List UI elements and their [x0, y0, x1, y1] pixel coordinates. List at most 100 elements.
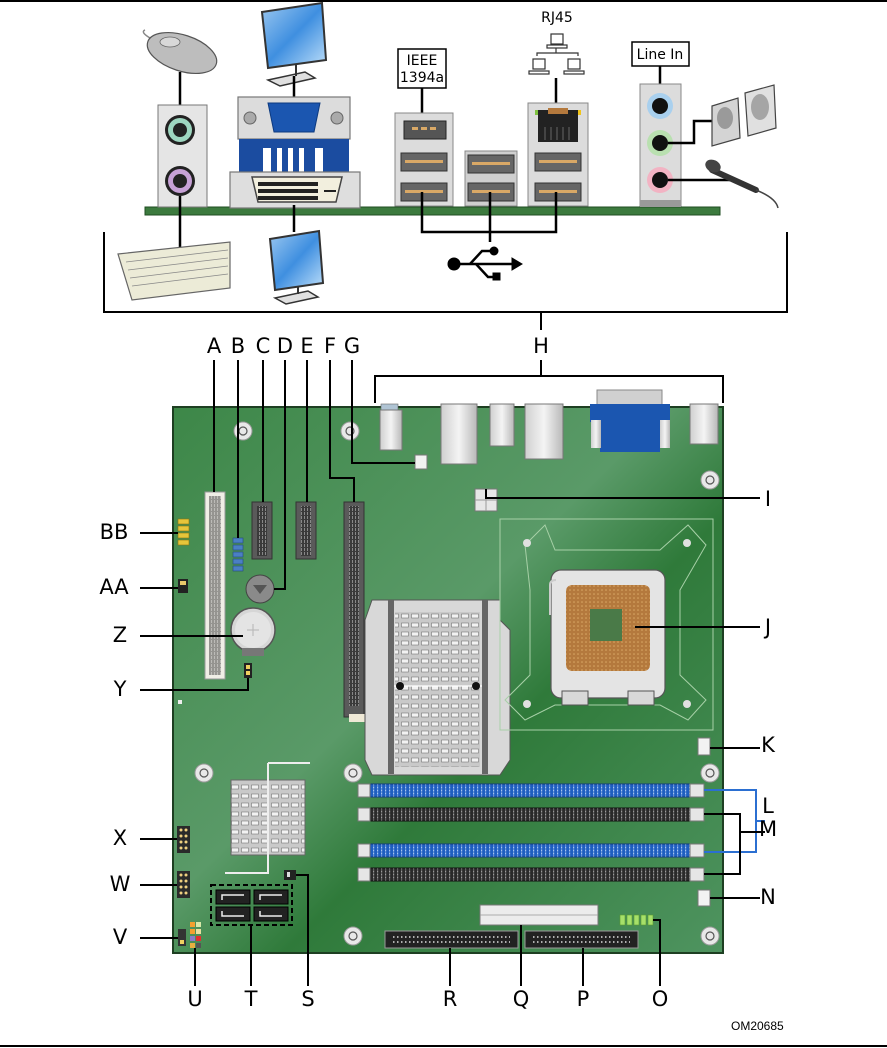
dimm-slot-blue-2: [357, 843, 699, 858]
callout-line-g: [351, 360, 415, 464]
callout-label-b: B: [231, 334, 245, 358]
pcie-x1-slot-2: [295, 501, 317, 560]
callout-label-g: G: [344, 334, 360, 358]
dvi-monitor-icon: [268, 229, 325, 305]
network-icon: [528, 33, 585, 75]
callout-line-m: [704, 813, 765, 875]
figure-reference-id: OM20685: [731, 1019, 784, 1033]
ide-connector-p: [524, 930, 639, 949]
callout-label-u: U: [187, 987, 202, 1011]
back-panel-illustration: IEEE 1394a RJ45: [103, 1, 788, 330]
callout-label-bb: BB: [100, 520, 129, 544]
callout-label-o: O: [652, 987, 669, 1011]
callout-label-j: J: [763, 615, 771, 639]
callout-line-l: [704, 789, 765, 853]
usb-icon: [447, 246, 523, 281]
speakers-icon: [711, 84, 777, 147]
usb-bracket-line: [420, 192, 558, 242]
top-rule: [0, 0, 887, 2]
callout-label-e: E: [300, 334, 313, 358]
processor-fan-header: [697, 737, 711, 756]
callout-lines: [140, 360, 765, 986]
callout-label-v: V: [113, 925, 128, 949]
front-panel-header: [190, 922, 201, 948]
mounting-holes: [194, 421, 720, 946]
jumper-aa: [178, 579, 188, 593]
ps2-ports: [157, 104, 208, 208]
callout-line-i: [485, 489, 760, 499]
pci-slot: [204, 491, 226, 680]
callout-line-y: [140, 678, 249, 691]
callout-label-n: N: [760, 885, 776, 909]
fan-header-front: [697, 889, 711, 907]
audio-jacks: [639, 83, 682, 207]
header-bb: [177, 518, 190, 546]
pcie-x16-slot: [343, 501, 367, 722]
mouse-icon: [142, 29, 218, 75]
header-b: [232, 537, 244, 572]
jumper-s: [284, 870, 296, 880]
back-panel-bracket: [103, 232, 788, 313]
callout-label-z: Z: [113, 623, 127, 647]
vga-monitor-icon: [260, 1, 328, 87]
bottom-rule: [0, 1045, 887, 1047]
firewire-label-line2: 1394a: [400, 70, 444, 86]
southbridge-heatsink: [225, 762, 310, 874]
callout-label-q: Q: [513, 987, 530, 1011]
callout-label-a: A: [207, 334, 222, 358]
callout-label-t: T: [244, 987, 258, 1011]
callout-label-f: F: [324, 334, 336, 358]
callout-label-l: L: [762, 794, 774, 818]
pcie-x1-slot-1: [251, 501, 273, 560]
callout-line-f: [329, 360, 355, 502]
callout-label-r: R: [443, 987, 458, 1011]
callout-label-m: M: [759, 817, 777, 841]
processor-socket-area: [499, 518, 714, 731]
callout-label-c: C: [256, 334, 271, 358]
firewire-label-box: [397, 48, 447, 89]
dimm-slot-black-1: [357, 807, 699, 822]
callout-line-d: [274, 360, 286, 590]
callout-label-y: Y: [113, 677, 127, 701]
callout-label-aa: AA: [99, 575, 129, 599]
dimm-slots: [357, 783, 705, 882]
callout-label-i: I: [765, 487, 771, 511]
callout-label-h: H: [533, 334, 549, 358]
battery: [230, 607, 276, 656]
callout-line-s: [296, 874, 309, 986]
buzzer: [245, 574, 275, 604]
fan-header-rear: [414, 454, 428, 470]
header-o: [619, 914, 654, 926]
microphone-icon: [705, 159, 779, 209]
jumper-v: [178, 929, 186, 946]
rj45-label: RJ45: [541, 10, 573, 26]
dimm-slot-blue-1: [357, 783, 699, 798]
firewire-label-line1: IEEE: [407, 53, 438, 69]
keyboard-icon: [117, 241, 231, 301]
rj45-usb-stack: [527, 102, 589, 207]
usb-header-x: [177, 826, 190, 853]
io-pcb-strip: [144, 206, 721, 216]
smd-marker: [178, 700, 182, 704]
sata-connectors: [210, 884, 293, 926]
usb-header-w: [177, 871, 190, 898]
dimm-slot-black-2: [357, 867, 699, 882]
callout-label-k: K: [761, 733, 776, 757]
callout-bracket-h: [374, 360, 724, 403]
io-connectors-board: [379, 389, 719, 465]
jumper-y: [244, 663, 252, 678]
callout-label-s: S: [301, 987, 314, 1011]
callout-line-o: [653, 919, 661, 986]
motherboard: [172, 360, 724, 954]
main-power-connector: [479, 904, 599, 926]
line-in-label-box: [631, 41, 690, 67]
northbridge-heatsink: [364, 599, 511, 776]
callout-label-p: P: [577, 987, 590, 1011]
callout-label-x: X: [113, 826, 127, 850]
vga-dvi-ports: [229, 96, 361, 209]
callout-label-w: W: [110, 872, 131, 896]
ide-connector-r: [384, 930, 519, 949]
firewire-usb-stack: [394, 112, 454, 207]
